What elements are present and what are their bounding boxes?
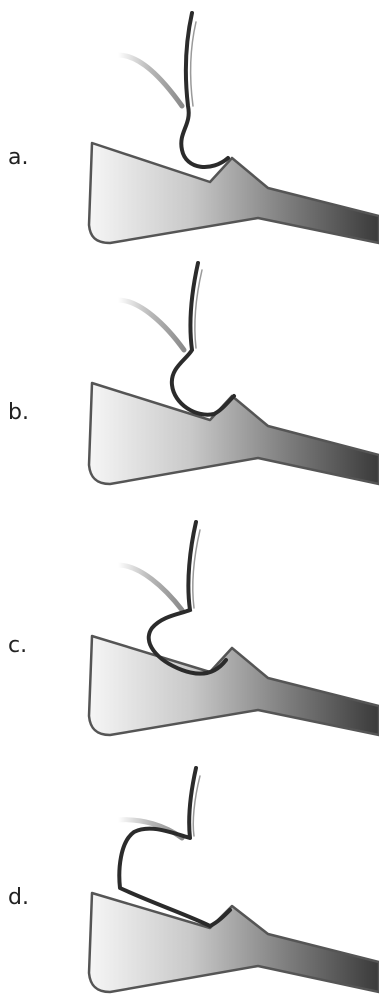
panel-c [89,522,379,735]
plate-shape [89,143,379,243]
plate-shape [89,636,379,735]
primary-strip [149,522,226,674]
plate-shape [89,893,379,992]
primary-strip [181,13,228,167]
secondary-strip [118,300,184,350]
panel-label-c: c. [8,633,27,658]
panel-d [89,768,379,992]
panel-a [89,13,379,243]
primary-strip-highlight [191,22,196,106]
primary-strip [119,768,230,926]
panel-label-a: a. [8,145,28,170]
panel-label-b: b. [8,400,29,425]
primary-strip [172,263,234,415]
secondary-strip [118,565,182,610]
secondary-strip [118,55,182,106]
panel-label-d: d. [8,885,29,910]
panel-b [89,263,379,484]
